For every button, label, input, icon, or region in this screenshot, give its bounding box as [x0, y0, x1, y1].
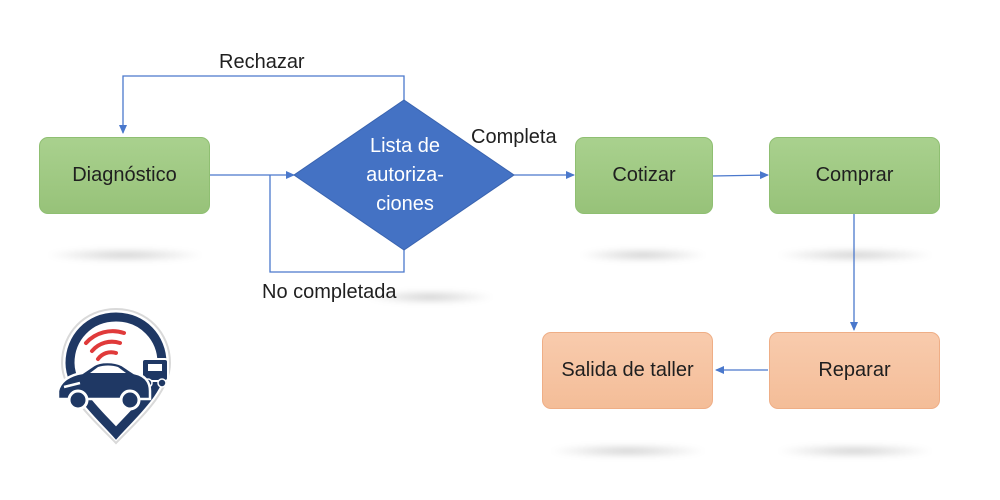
node-shadow: [365, 290, 495, 304]
edge-label-completa: Completa: [471, 126, 557, 148]
decision-label-line: autoriza-: [366, 164, 444, 186]
decision-label-line: ciones: [376, 193, 434, 215]
edge-label-no-completada: No completada: [262, 281, 397, 303]
edge-cotizar-comprar: [711, 171, 769, 180]
edge-label-rechazar: Rechazar: [219, 51, 305, 73]
car-location-pin-logo: [56, 307, 172, 445]
node-comprar-label: Comprar: [815, 164, 894, 186]
edge-no-completada: [269, 175, 405, 273]
signal-waves-icon: [84, 329, 126, 361]
node-cotizar-label: Cotizar: [612, 164, 676, 186]
node-salida-label: Salida de taller: [561, 359, 694, 381]
node-comprar: Comprar: [769, 137, 940, 214]
node-reparar-label: Reparar: [818, 359, 891, 381]
decision-diamond: [293, 99, 515, 251]
decision-label: Lista de autoriza- ciones: [335, 132, 475, 219]
decision-label-line: Lista de: [369, 135, 441, 157]
car-icon: [56, 360, 152, 411]
node-diagnostico-label: Diagnóstico: [72, 164, 177, 186]
edge-rechazar: [119, 75, 405, 134]
node-shadow: [548, 444, 708, 458]
node-diagnostico: Diagnóstico: [39, 137, 210, 214]
node-shadow: [45, 248, 205, 262]
node-shadow: [578, 248, 708, 262]
node-shadow: [775, 248, 935, 262]
node-shadow: [775, 444, 935, 458]
node-salida-de-taller: Salida de taller: [542, 332, 713, 409]
node-reparar: Reparar: [769, 332, 940, 409]
node-cotizar: Cotizar: [575, 137, 713, 214]
